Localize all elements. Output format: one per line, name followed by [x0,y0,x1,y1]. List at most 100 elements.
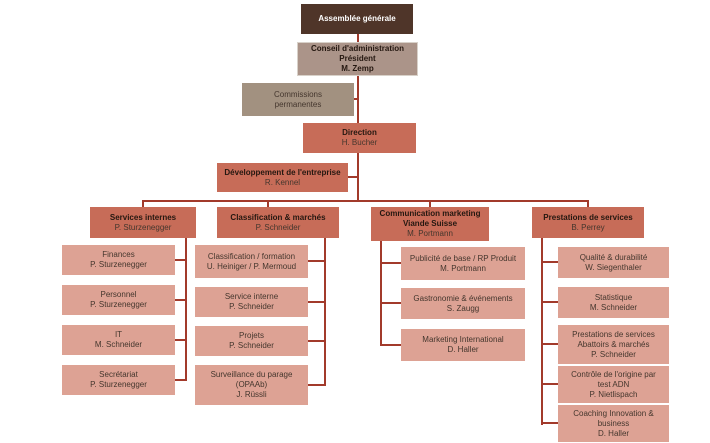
node-qualite-durabilite: Qualité & durabilité W. Siegenthaler [558,247,669,278]
node-header-communication-marketing: Communication marketing Viande Suisse M.… [371,207,489,241]
node-name: M. Schneider [589,302,638,312]
node-name: P. Sturzenegger [90,380,147,389]
node-publicite-base-rp: Publicité de base / RP Produit M. Portma… [401,247,525,280]
node-name: M. Zemp [341,64,374,73]
node-header-services-internes: Services internes P. Sturzenegger [90,207,196,238]
node-name: P. Sturzenegger [90,260,147,269]
node-controle-origine-adn: Contrôle de l'origine par test ADN P. Ni… [558,366,669,403]
connector-line [429,200,431,208]
connector-line [380,302,403,304]
node-secretariat: Secrétariat P. Sturzenegger [62,365,175,395]
node-title: Prestations de services [543,212,633,222]
node-assemblee-generale: Assemblée générale [301,4,413,34]
node-projets: Projets P. Schneider [195,326,308,356]
node-classification-formation: Classification / formation U. Heiniger /… [195,245,308,278]
connector-line [142,200,589,202]
node-name: H. Bucher [341,138,378,147]
node-name: P. Schneider [229,341,274,350]
node-surveillance-parage: Surveillance du parage (OPAAb) J. Rüssli [195,365,308,405]
node-title: Personnel [100,290,137,299]
node-service-interne: Service interne P. Schneider [195,287,308,317]
connector-line [346,176,358,178]
node-name: P. Schneider [591,349,636,359]
node-name: J. Rüssli [236,390,267,399]
node-name: R. Kennel [264,177,301,187]
node-it: IT M. Schneider [62,325,175,355]
connector-line [541,301,560,303]
connector-line [541,261,560,263]
node-header-prestations-services: Prestations de services B. Perrey [532,207,644,238]
node-title: Finances [102,250,135,259]
node-title: Conseil d'administration Président [310,44,405,63]
connector-line [185,238,187,381]
connector-line [306,260,326,262]
node-name: P. Sturzenegger [90,300,147,309]
node-name: D. Haller [447,345,479,354]
connector-line [171,339,187,341]
connector-line [541,383,560,385]
connector-line [380,262,403,264]
node-title: Communication marketing Viande Suisse [379,209,481,228]
node-name: M. Portmann [407,229,453,238]
node-title: Direction [342,128,377,137]
connector-line [306,384,326,386]
node-marketing-international: Marketing International D. Haller [401,329,525,361]
connector-line [380,344,403,346]
node-title: Qualité & durabilité [579,252,648,262]
node-name: S. Zaugg [446,303,480,313]
connector-line [324,238,326,386]
connector-line [541,343,560,345]
connector-line [541,238,543,425]
connector-line [350,98,358,100]
node-name: W. Siegenthaler [585,262,642,272]
node-name: P. Sturzenegger [114,222,172,232]
node-direction: Direction H. Bucher [303,123,416,153]
node-title: Service interne [224,292,279,301]
node-name: P. Schneider [229,302,274,311]
connector-line [541,422,560,424]
node-title: Surveillance du parage (OPAAb) [210,370,293,389]
connector-line [357,153,359,202]
node-title: Commissions permanentes [273,89,322,109]
node-statistique: Statistique M. Schneider [558,287,669,318]
node-coaching-innovation-business: Coaching Innovation & business D. Haller [558,405,669,442]
node-gastronomie-evenements: Gastronomie & événements S. Zaugg [401,288,525,319]
node-title: Classification / formation [207,251,296,261]
connector-line [306,340,326,342]
node-conseil-administration: Conseil d'administration Président M. Ze… [297,42,418,76]
connector-line [171,299,187,301]
node-title: Contrôle de l'origine par test ADN [571,369,656,389]
node-name: U. Heiniger / P. Mermoud [206,261,297,271]
node-title: IT [114,330,123,339]
node-finances: Finances P. Sturzenegger [62,245,175,275]
node-developpement-entreprise: Développement de l'entreprise R. Kennel [217,163,348,192]
connector-line [142,200,144,208]
node-personnel: Personnel P. Sturzenegger [62,285,175,315]
node-name: B. Perrey [571,222,605,232]
node-title: Projets [239,331,264,340]
node-prestations-abattoirs-marches: Prestations de services Abattoirs & marc… [558,325,669,364]
connector-line [357,34,359,42]
node-title: Publicité de base / RP Produit [409,253,517,263]
node-name: M. Schneider [94,340,143,349]
node-name: M. Portmann [440,263,486,273]
node-name: P. Nietlispach [589,389,638,399]
node-title: Services internes [109,212,177,222]
connector-line [357,76,359,123]
connector-line [171,379,187,381]
node-title: Secrétariat [99,370,138,379]
node-name: P. Schneider [255,222,301,232]
node-name: D. Haller [597,428,630,438]
node-title: Marketing International [422,335,504,344]
node-title: Statistique [594,292,633,302]
node-title: Gastronomie & événements [413,293,513,303]
node-title: Coaching Innovation & business [573,408,654,428]
connector-line [306,301,326,303]
connector-line [587,200,589,208]
node-title: Classification & marchés [230,212,326,222]
connector-line [267,200,269,208]
connector-line [380,241,382,346]
node-commissions-permanentes: Commissions permanentes [242,83,354,116]
connector-line [171,259,187,261]
